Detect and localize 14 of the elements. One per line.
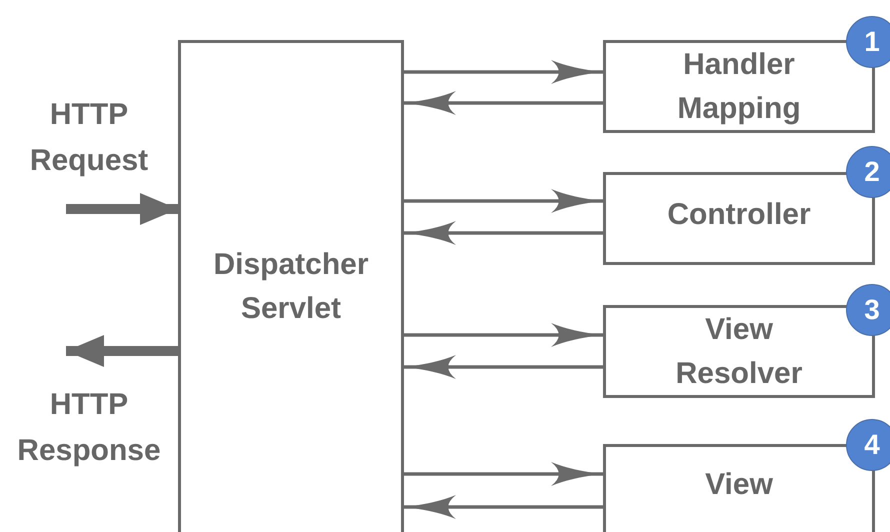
thick-arrow	[66, 193, 178, 225]
step-number-badge: 4	[846, 419, 890, 471]
step-number-badge: 1	[846, 16, 890, 68]
box-label: View Resolver	[674, 312, 804, 392]
thick-arrow	[66, 335, 178, 367]
box-label: Controller	[666, 197, 812, 233]
servlet-box	[178, 40, 404, 532]
io-label: HTTP Response	[16, 387, 162, 469]
step-number-badge: 3	[846, 284, 890, 336]
box-label: Dispatcher Servlet	[212, 247, 370, 327]
step-number-badge: 2	[846, 146, 890, 198]
io-label: HTTP Request	[28, 97, 150, 179]
box-label: Handler Mapping	[676, 47, 802, 127]
box-label: View	[704, 467, 774, 503]
